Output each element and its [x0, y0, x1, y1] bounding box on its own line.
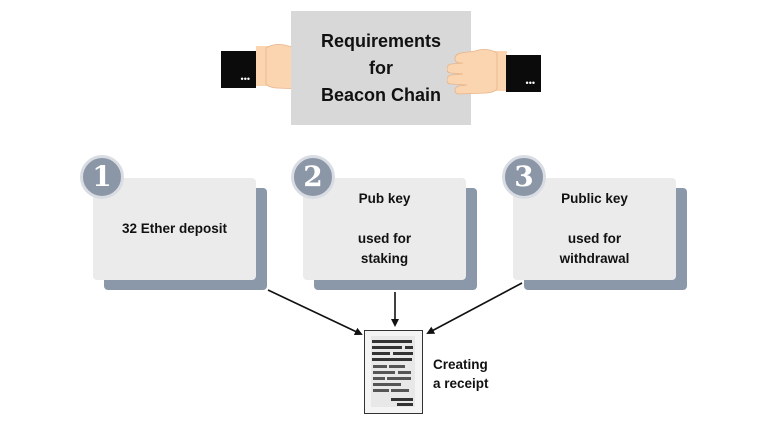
card-2: Pub key used for staking: [303, 178, 466, 280]
card-1: 32 Ether deposit: [93, 178, 256, 280]
right-hand-icon: [447, 49, 507, 95]
left-black-block: •••: [221, 51, 256, 88]
card-1-number-badge: 1: [80, 155, 124, 199]
card-1-number: 1: [92, 160, 112, 193]
arrow-from-card-3: [426, 282, 523, 334]
sign-title-line-1: Requirements: [320, 30, 442, 51]
card-2-line-3: used for: [357, 231, 412, 246]
card-3-number-badge: 3: [502, 155, 546, 199]
card-3-line-4: withdrawal: [559, 251, 630, 266]
right-black-block: •••: [506, 55, 541, 92]
card-3-line-3: used for: [567, 231, 622, 246]
receipt-label-line-1: Creating: [433, 357, 488, 372]
arrow-from-card-1: [267, 289, 363, 336]
sign-title-line-2: for: [369, 57, 393, 78]
card-2-number: 2: [303, 160, 323, 193]
card-3-number: 3: [514, 160, 534, 193]
card-3-line-1: Public key: [561, 191, 628, 206]
left-block-dots: •••: [240, 74, 250, 84]
card-1-line-1: 32 Ether deposit: [121, 221, 228, 236]
card-2-line-4: staking: [360, 251, 409, 266]
card-2-line-1: Pub key: [358, 191, 411, 206]
receipt-label: Creating a receipt: [433, 355, 489, 393]
card-2-number-badge: 2: [291, 155, 335, 199]
receipt-document-icon: [364, 330, 423, 414]
sign-title-line-3: Beacon Chain: [320, 84, 442, 105]
receipt-label-line-2: a receipt: [433, 376, 489, 391]
right-block-dots: •••: [525, 78, 535, 88]
card-3: Public key used for withdrawal: [513, 178, 676, 280]
requirements-sign: Requirements for Beacon Chain: [291, 11, 471, 125]
